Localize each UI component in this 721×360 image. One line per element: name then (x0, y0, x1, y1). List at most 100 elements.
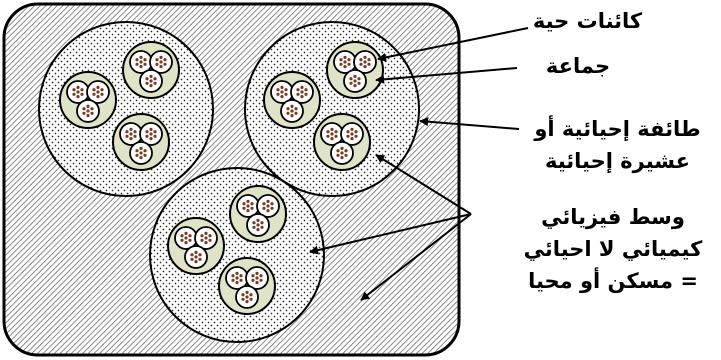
organism-nucleus (290, 104, 294, 108)
organism-nucleus (145, 134, 149, 138)
organism-nucleus (304, 92, 308, 96)
label-population: طائفة إحيائية أو عشيرة إحيائية (520, 113, 715, 177)
organism-nucleus (235, 271, 239, 275)
organism-nucleus (125, 134, 129, 138)
label-environment: وسط فيزيائي كيميائي لا احيائي = مسكن أو … (513, 201, 713, 297)
organism-nucleus (92, 92, 96, 96)
organism-nucleus (135, 62, 139, 66)
organism-nucleus (204, 236, 208, 240)
organism-nucleus (231, 274, 235, 278)
organism-nucleus (354, 130, 358, 134)
organism-nucleus (330, 132, 334, 136)
arrow-community (375, 67, 518, 84)
communities-group (59, 41, 384, 315)
organism-nucleus (252, 221, 256, 225)
organism-nucleus (256, 228, 260, 232)
organism-nucleus (139, 65, 143, 69)
organism-nucleus (139, 151, 143, 155)
organism-nucleus (326, 134, 330, 138)
organism-nucleus (340, 151, 344, 155)
organism-nucleus (251, 278, 255, 282)
organism-nucleus (255, 281, 259, 285)
organism-nucleus (145, 81, 149, 85)
organism-nucleus (129, 137, 133, 141)
organism-nucleus (242, 206, 246, 210)
organism-nucleus (139, 55, 143, 60)
organism-nucleus (139, 146, 143, 150)
organism-nucleus (300, 90, 304, 94)
organism-nucleus (246, 204, 250, 208)
organism-nucleus (246, 209, 250, 213)
organism-nucleus (246, 199, 250, 203)
label-environment-line-3: = مسكن أو محيا (528, 269, 698, 293)
organism-nucleus (129, 132, 133, 136)
organism-nucleus (153, 130, 157, 134)
organism-nucleus (276, 88, 280, 92)
organism-nucleus (349, 77, 353, 81)
organism-nucleus (135, 149, 139, 153)
organism-nucleus (300, 85, 304, 89)
organism-nucleus (350, 137, 354, 141)
organism-nucleus (143, 62, 147, 66)
organism-nucleus (149, 137, 153, 141)
organism-nucleus (76, 85, 80, 89)
label-environment-line-2: كيميائي لا احيائي (523, 237, 703, 261)
organism-nucleus (300, 95, 304, 99)
organism-nucleus (270, 202, 274, 206)
organism-nucleus (204, 231, 208, 235)
organism-nucleus (194, 250, 198, 254)
organism-nucleus (90, 107, 94, 111)
organism-nucleus (235, 276, 239, 280)
organism-nucleus (180, 234, 184, 238)
organism-nucleus (194, 255, 198, 259)
organism-nucleus (190, 257, 194, 261)
organism-nucleus (343, 55, 347, 60)
organism-nucleus (180, 238, 184, 242)
organism-nucleus (266, 199, 270, 203)
organism-nucleus (344, 149, 348, 153)
organism-nucleus (363, 55, 367, 60)
organism-nucleus (250, 202, 254, 206)
arrow-env-to-habitat (360, 213, 472, 301)
organism-nucleus (80, 92, 84, 96)
organism-nucleus (349, 81, 353, 85)
organism-nucleus (255, 276, 259, 280)
organism-nucleus (290, 114, 294, 118)
organism-nucleus (353, 79, 357, 83)
organism-nucleus (86, 104, 90, 108)
organism-nucleus (100, 92, 104, 96)
organism-nucleus (153, 81, 157, 85)
organism-nucleus (266, 204, 270, 208)
organism-nucleus (188, 238, 192, 242)
organism-nucleus (143, 153, 147, 157)
organism-nucleus (184, 236, 188, 240)
organism-nucleus (245, 290, 249, 294)
organism-nucleus (347, 62, 351, 66)
organism-nucleus (245, 295, 249, 299)
organism-nucleus (204, 241, 208, 245)
organism-nucleus (239, 274, 243, 278)
organism-nucleus (367, 58, 371, 62)
organism-nucleus (200, 234, 204, 238)
organism-nucleus (149, 79, 153, 83)
organism-nucleus (284, 88, 288, 92)
organism-nucleus (353, 84, 357, 88)
organism-nucleus (347, 58, 351, 62)
organism-nucleus (367, 62, 371, 66)
organism-nucleus (241, 297, 245, 301)
organism-nucleus (340, 156, 344, 160)
organism-nucleus (86, 109, 90, 113)
organism-nucleus (290, 109, 294, 113)
organism-nucleus (72, 92, 76, 96)
organism-nucleus (190, 253, 194, 257)
organism-nucleus (363, 65, 367, 69)
organism-nucleus (346, 134, 350, 138)
organism-nucleus (255, 271, 259, 275)
organism-nucleus (259, 274, 263, 278)
organism-nucleus (262, 206, 266, 210)
organism-nucleus (340, 146, 344, 150)
arrow-env-to-bottom-population (309, 213, 472, 255)
organism-nucleus (155, 62, 159, 66)
organism-nucleus (294, 107, 298, 111)
organism-nucleus (336, 153, 340, 157)
